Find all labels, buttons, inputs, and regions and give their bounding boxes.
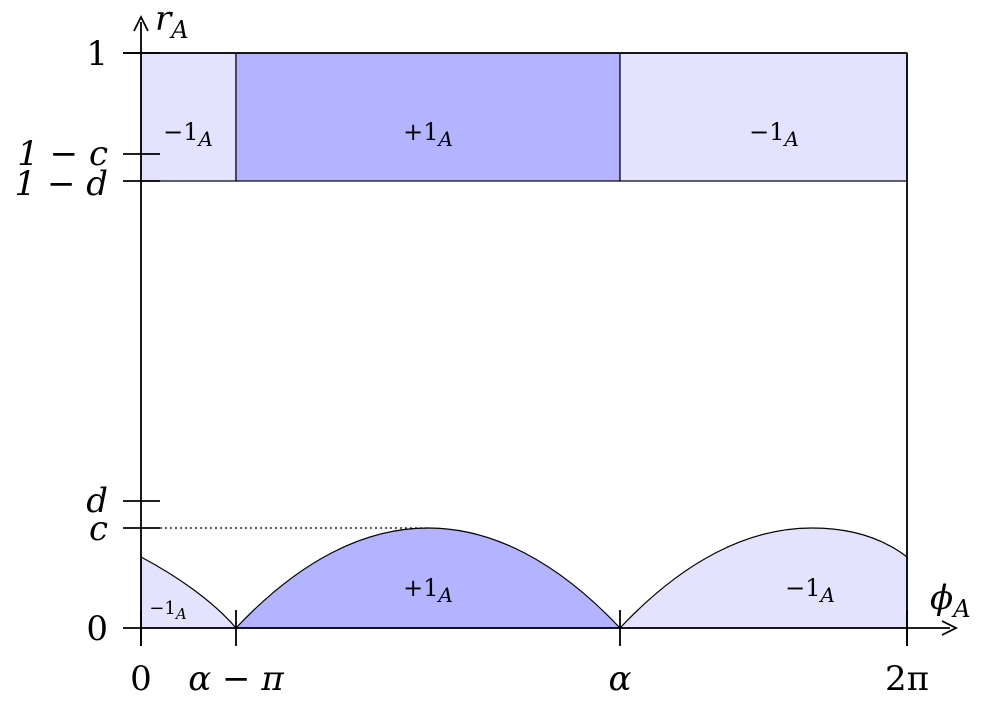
- y-label-d: d: [86, 481, 108, 521]
- x-label-zero: 0: [130, 659, 152, 699]
- y-label-c: c: [89, 509, 108, 549]
- x-label-alpha-minus-pi: α − π: [188, 659, 284, 699]
- x-axis-label: ϕA: [930, 578, 971, 623]
- top-left-region-label: −1A: [163, 118, 213, 151]
- top-middle-region-label: +1A: [403, 118, 453, 151]
- x-label-alpha: α: [609, 659, 632, 699]
- x-label-two-pi: 2π: [885, 659, 929, 699]
- y-label-zero: 0: [86, 609, 108, 649]
- y-label-one-minus-c: 1 − c: [17, 134, 108, 174]
- bottom-middle-lobe: [234, 527, 622, 629]
- top-right-region: [619, 52, 908, 182]
- bottom-right-lobe: [618, 527, 908, 629]
- x-axis-arrow-icon: [941, 620, 959, 636]
- bottom-left-region-label: −1A: [149, 598, 187, 623]
- y-axis-arrow-icon: [133, 14, 149, 32]
- top-middle-region: [235, 52, 621, 182]
- bottom-right-region-label: −1A: [785, 574, 835, 607]
- y-axis-label: rA: [155, 0, 189, 44]
- y-label-one: 1: [86, 34, 108, 74]
- top-right-region-label: −1A: [749, 118, 799, 151]
- top-left-region: [140, 52, 237, 182]
- y-label-one-minus-d: 1 − d: [15, 164, 109, 204]
- bottom-middle-region-label: +1A: [403, 574, 453, 607]
